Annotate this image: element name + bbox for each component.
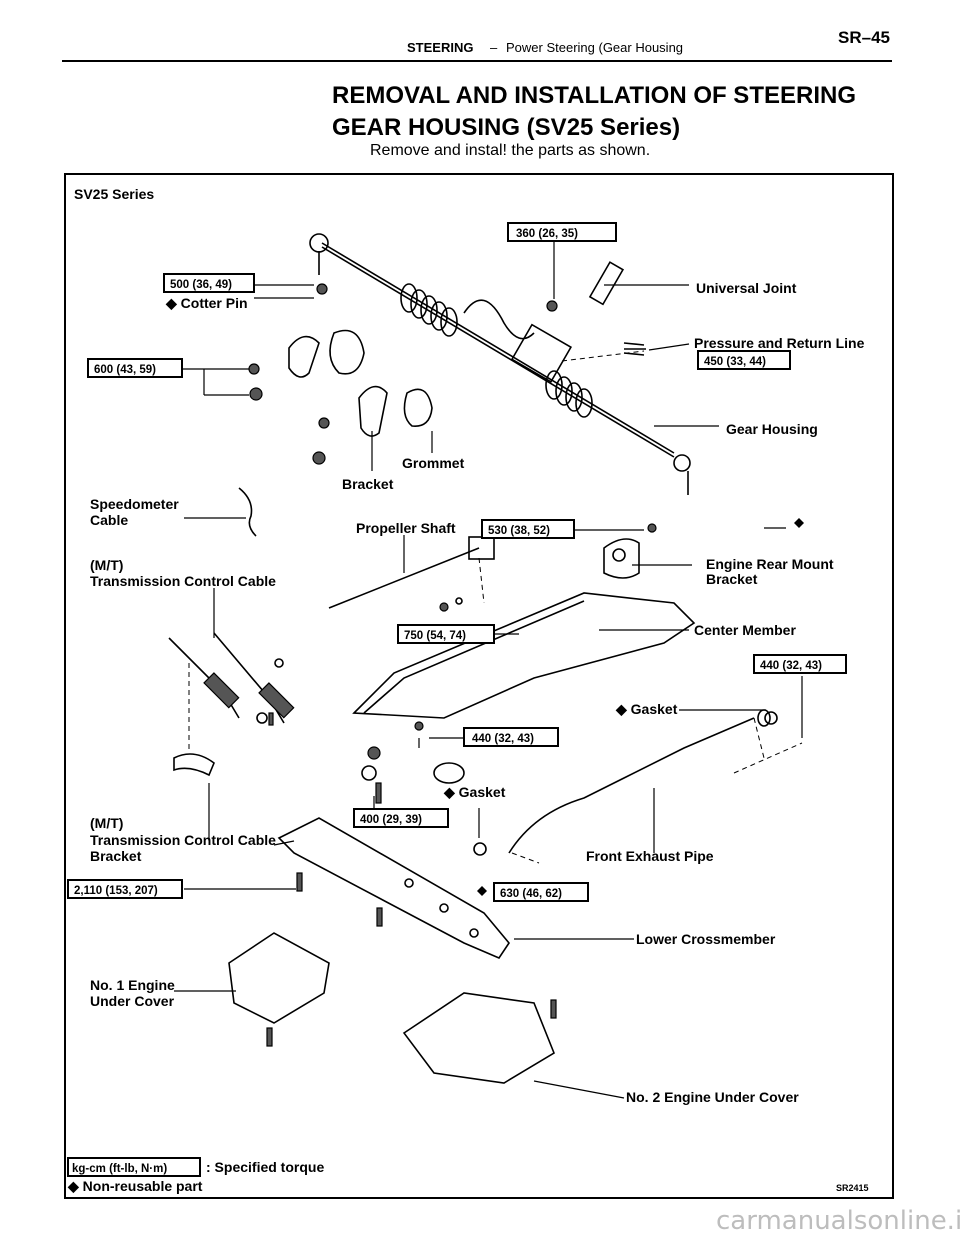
torque-400-text: 400 (29, 39) <box>360 814 422 826</box>
label-center-member: Center Member <box>694 622 796 638</box>
figure-code: SR2415 <box>836 1183 869 1193</box>
label-propeller-shaft: Propeller Shaft <box>356 520 456 536</box>
header-separator: – <box>490 40 498 55</box>
watermark: carmanualsonline.info <box>716 1206 960 1236</box>
label-speedometer-2: Cable <box>90 512 128 528</box>
label-bracket: Bracket <box>342 476 394 492</box>
label-front-exhaust-pipe: Front Exhaust Pipe <box>586 848 714 864</box>
dashed-guides <box>188 350 803 864</box>
label-universal-joint: Universal Joint <box>696 280 797 296</box>
page-number: SR–45 <box>838 28 890 47</box>
torque-750-text: 750 (54, 74) <box>404 630 466 642</box>
engine-mount-drawing <box>603 523 657 579</box>
diamond-icon <box>794 518 804 528</box>
torque-450-text: 450 (33, 44) <box>704 356 766 368</box>
transmission-cable-drawing <box>168 632 295 777</box>
label-gasket-1: ◆ Gasket <box>615 701 678 717</box>
title-line-2: GEAR HOUSING (SV25 Series) <box>332 114 681 141</box>
torque-440-right-text: 440 (32, 43) <box>760 660 822 672</box>
label-trans-bracket-1: Transmission Control Cable <box>90 832 276 848</box>
torque-450: 450 (33, 44) <box>697 350 791 370</box>
label-engine-mount-1: Engine Rear Mount <box>706 556 834 572</box>
torque-440-mid-text: 440 (32, 43) <box>472 733 534 745</box>
label-grommet: Grommet <box>402 455 465 471</box>
series-label: SV25 Series <box>74 186 154 202</box>
header-rule <box>62 60 892 62</box>
propeller-shaft-drawing <box>328 536 495 612</box>
page-title: REMOVAL AND INSTALLATION OF STEERING GEA… <box>332 80 856 144</box>
exploded-diagram: SV25 Series <box>64 173 894 1199</box>
torque-750: 750 (54, 74) <box>397 624 495 644</box>
rack-boot-right <box>545 370 593 418</box>
torque-630-text: 630 (46, 62) <box>500 888 562 900</box>
label-pressure-return-line: Pressure and Return Line <box>694 335 865 351</box>
torque-600-text: 600 (43, 59) <box>94 364 156 376</box>
label-mt-1: (M/T) <box>90 557 123 573</box>
diagram-frame <box>64 173 894 1199</box>
legend: kg-cm (ft-lb, N·m) : Specified torque ◆ … <box>67 1157 324 1194</box>
label-trans-bracket-2: Bracket <box>90 848 142 864</box>
misc-bolts-drawing <box>256 658 557 1047</box>
label-gear-housing: Gear Housing <box>726 421 818 437</box>
torque-360: 360 (26, 35) <box>507 222 617 242</box>
legend-torque-box <box>67 1157 201 1177</box>
label-under-cover-1b: Under Cover <box>90 993 175 1009</box>
label-speedometer-1: Speedometer <box>90 496 179 512</box>
rack-boot-left <box>400 283 458 337</box>
under-cover-drawing <box>228 932 555 1084</box>
torque-360-text: 360 (26, 35) <box>516 228 578 240</box>
legend-torque-text: : Specified torque <box>206 1159 324 1175</box>
label-gasket-2: ◆ Gasket <box>443 784 506 800</box>
title-line-1: REMOVAL AND INSTALLATION OF STEERING <box>332 82 856 109</box>
non-reusable-markers <box>477 518 804 896</box>
diamond-icon <box>477 886 487 896</box>
header-section: STEERING <box>407 40 474 55</box>
label-engine-mount-2: Bracket <box>706 571 758 587</box>
label-cotter-pin: ◆ Cotter Pin <box>165 295 248 311</box>
torque-600: 600 (43, 59) <box>87 358 183 378</box>
bracket-grommet-drawing <box>248 329 433 465</box>
torque-630: 630 (46, 62) <box>493 882 589 902</box>
intro-text: Remove and instal! the parts as shown. <box>370 142 651 159</box>
label-lower-crossmember: Lower Crossmember <box>636 931 776 947</box>
leader-lines <box>174 241 803 1099</box>
steering-rack-drawing <box>309 233 691 495</box>
torque-500: 500 (36, 49) <box>163 273 255 293</box>
label-transmission-cable: Transmission Control Cable <box>90 573 276 589</box>
speedometer-cable-drawing <box>238 487 257 537</box>
header-subsection: Power Steering (Gear Housing <box>506 40 684 55</box>
torque-2110: 2,110 (153, 207) <box>67 879 183 899</box>
label-under-cover-2: No. 2 Engine Under Cover <box>626 1089 799 1105</box>
label-under-cover-1a: No. 1 Engine <box>90 977 175 993</box>
torque-440-right: 440 (32, 43) <box>753 654 847 674</box>
legend-unit: kg-cm (ft-lb, N·m) <box>72 1163 167 1175</box>
label-mt-2: (M/T) <box>90 815 123 831</box>
torque-400: 400 (29, 39) <box>353 808 449 828</box>
torque-530: 530 (38, 52) <box>481 519 575 539</box>
torque-530-text: 530 (38, 52) <box>488 525 550 537</box>
torque-500-text: 500 (36, 49) <box>170 279 232 291</box>
lower-crossmember-drawing <box>277 817 510 959</box>
legend-non-reusable: ◆ Non-reusable part <box>67 1178 203 1194</box>
torque-2110-text: 2,110 (153, 207) <box>74 885 158 897</box>
center-member-drawing <box>352 592 696 719</box>
torque-440-mid: 440 (32, 43) <box>463 727 559 747</box>
